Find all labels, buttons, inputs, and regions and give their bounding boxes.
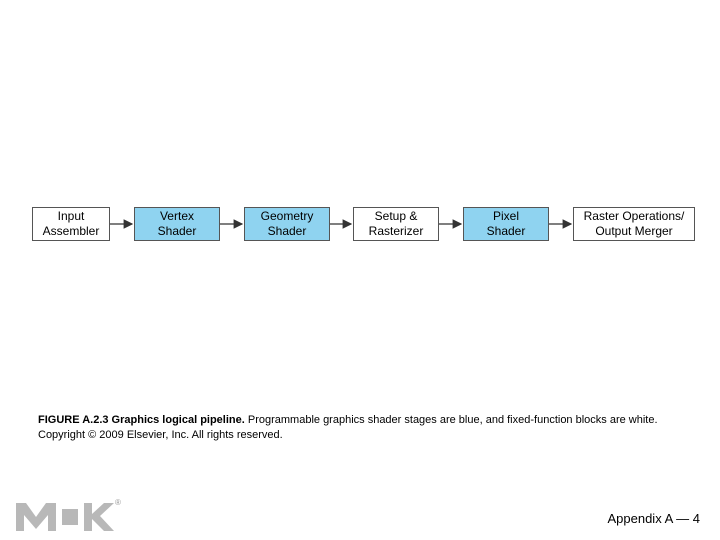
caption-title: FIGURE A.2.3 Graphics logical pipeline. (38, 414, 245, 426)
stage-setup-rasterizer: Setup & Rasterizer (353, 207, 439, 241)
footer-page-label: Appendix A — 4 (607, 511, 700, 526)
figure-caption: FIGURE A.2.3 Graphics logical pipeline. … (38, 413, 698, 443)
registered-mark: ® (115, 498, 121, 507)
stage-vertex-shader: Vertex Shader (134, 207, 220, 241)
stage-geometry-shader: Geometry Shader (244, 207, 330, 241)
mk-logo-icon: ® (14, 495, 124, 540)
stage-pixel-shader: Pixel Shader (463, 207, 549, 241)
caption-text: Programmable graphics shader stages are … (38, 414, 658, 441)
stage-raster-operations: Raster Operations/ Output Merger (573, 207, 695, 241)
stage-input-assembler: Input Assembler (32, 207, 110, 241)
